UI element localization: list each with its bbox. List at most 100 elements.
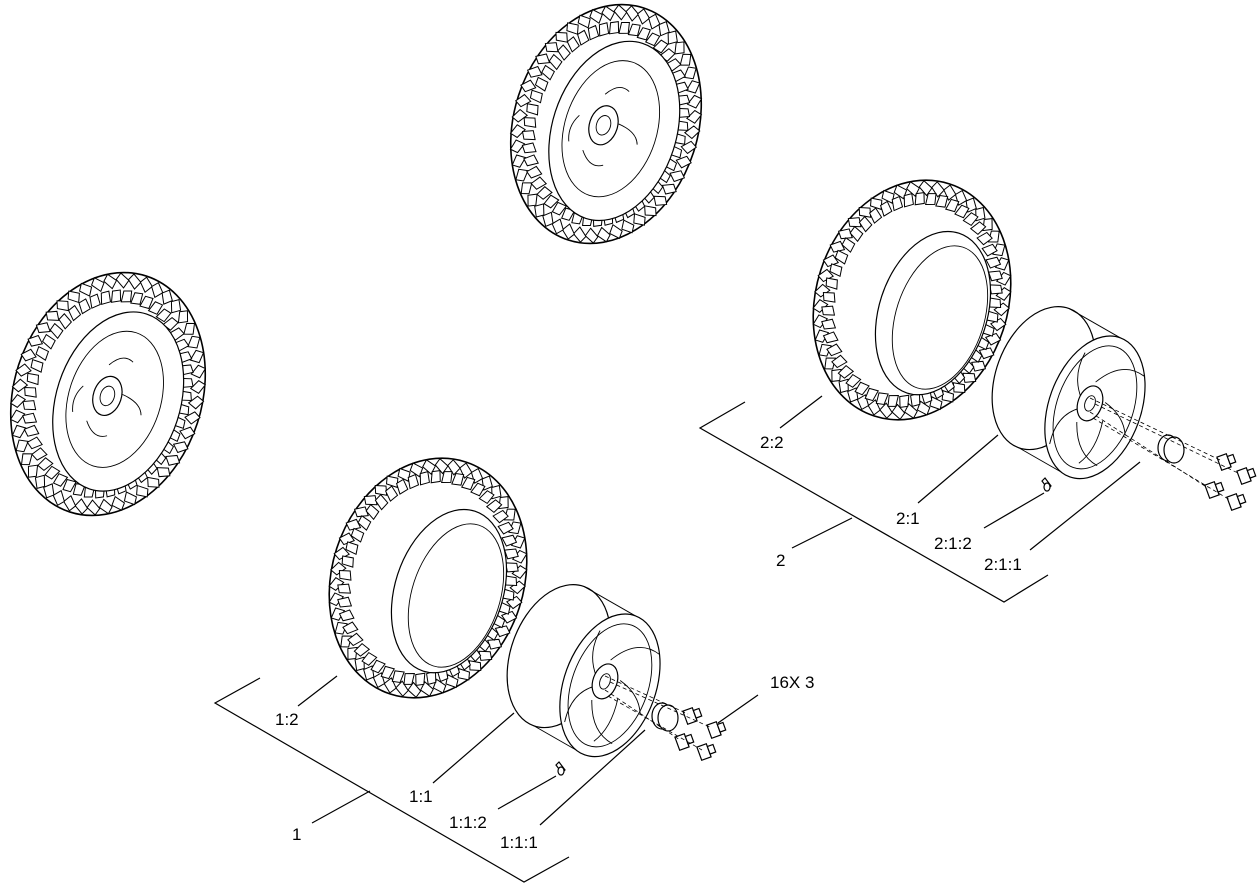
tread-lug xyxy=(395,478,409,495)
tread-lug xyxy=(123,491,137,506)
tread-lug xyxy=(190,364,207,379)
center-cap-1-1-1 xyxy=(651,702,679,732)
tread-lug xyxy=(903,403,918,419)
tread-lug xyxy=(686,109,703,124)
tread-lug xyxy=(434,457,449,475)
tread-lug xyxy=(370,659,386,674)
tread-lug xyxy=(103,273,118,290)
tread-lug xyxy=(111,495,126,511)
tread-lug xyxy=(566,36,580,53)
tread-lug xyxy=(561,223,575,240)
tread-lug xyxy=(929,396,943,411)
tread-lug xyxy=(497,521,514,535)
tread-lug xyxy=(22,412,38,424)
tread-lug xyxy=(954,204,970,219)
tread-lug xyxy=(821,305,836,316)
tread-lug xyxy=(535,53,551,65)
tread-lug xyxy=(849,225,864,243)
tread-lug xyxy=(361,651,378,666)
tread-lug xyxy=(487,638,503,650)
tread-lug xyxy=(992,243,1006,257)
tread-lug xyxy=(906,181,921,197)
tread-lug xyxy=(430,470,441,484)
tread-lug xyxy=(854,381,870,396)
tread-lug xyxy=(864,387,879,402)
tread-lug xyxy=(31,447,48,461)
tread-lug xyxy=(914,192,925,206)
tread-lug xyxy=(189,380,207,394)
tread-lug xyxy=(598,22,610,37)
tread-lug xyxy=(509,139,526,154)
callout-bracket-2 xyxy=(698,395,1141,603)
tread-lug xyxy=(184,411,201,425)
tread-lug xyxy=(636,27,652,41)
tread-lug xyxy=(675,155,692,169)
tread-lug xyxy=(534,76,549,92)
tread-lug xyxy=(27,464,39,478)
tread-lug xyxy=(987,270,1003,282)
tread-lug xyxy=(544,42,559,53)
tread-lug xyxy=(576,29,590,46)
tread-lug xyxy=(342,621,359,635)
tread-lug xyxy=(45,310,60,321)
tread-lug xyxy=(644,32,661,47)
tread-lug xyxy=(521,130,536,141)
tread-lug xyxy=(501,534,518,547)
tread-lug xyxy=(337,596,353,608)
tread-lug xyxy=(165,454,181,466)
tread-lug xyxy=(22,400,37,411)
tread-lug xyxy=(541,64,556,81)
tread-lug xyxy=(189,349,205,364)
lug-nuts-1 xyxy=(604,675,727,762)
tread-lug xyxy=(667,30,678,45)
tread-lug xyxy=(120,290,133,303)
tread-lug xyxy=(962,212,979,227)
tread-lug xyxy=(407,681,422,699)
tread-pattern xyxy=(812,179,1012,421)
tread-lug xyxy=(20,348,37,362)
tread-lug xyxy=(826,343,843,357)
tread-lug xyxy=(374,484,388,496)
tread-lug xyxy=(527,193,538,207)
tread-lug xyxy=(187,335,201,349)
tread-lug xyxy=(511,108,529,123)
tread-lug xyxy=(432,678,447,694)
tread-lug xyxy=(847,217,862,228)
tread-lug xyxy=(831,354,848,369)
tread-lug xyxy=(633,213,646,226)
tread-lug xyxy=(887,394,900,407)
tread-lug xyxy=(891,195,904,212)
tread-lug xyxy=(20,453,33,466)
tread-lug xyxy=(945,198,960,213)
tread-lug xyxy=(409,462,424,478)
tread-lug xyxy=(613,4,628,21)
tread-lug xyxy=(683,66,697,80)
tread-lug xyxy=(551,218,564,235)
tread-lug xyxy=(447,459,461,476)
tread-lug xyxy=(577,14,591,29)
label-tire-1-2: 1:2 xyxy=(275,710,299,729)
tread-lug xyxy=(110,289,122,303)
tread-lug xyxy=(492,509,509,524)
tread-lug xyxy=(35,345,50,361)
tread-lug xyxy=(345,541,359,556)
tread-lug xyxy=(625,5,640,22)
tread-lug xyxy=(170,298,182,314)
label-valve-stem-2-1-2: 2:1:2 xyxy=(934,534,972,553)
tread-lug xyxy=(350,527,365,543)
tread-lug xyxy=(508,521,522,535)
tread-lug xyxy=(529,89,543,104)
tread-lug xyxy=(415,672,426,686)
tread-pattern xyxy=(9,272,207,516)
tread-lug xyxy=(451,473,465,486)
tread-lug xyxy=(334,621,348,635)
tread-lug xyxy=(461,476,476,491)
tread-lug xyxy=(526,65,543,78)
tread-lug xyxy=(67,290,80,304)
tread-lug xyxy=(130,292,144,305)
tread-lug xyxy=(52,489,65,506)
exploded-assembly-1 xyxy=(328,457,727,776)
tread-lug xyxy=(683,125,701,140)
